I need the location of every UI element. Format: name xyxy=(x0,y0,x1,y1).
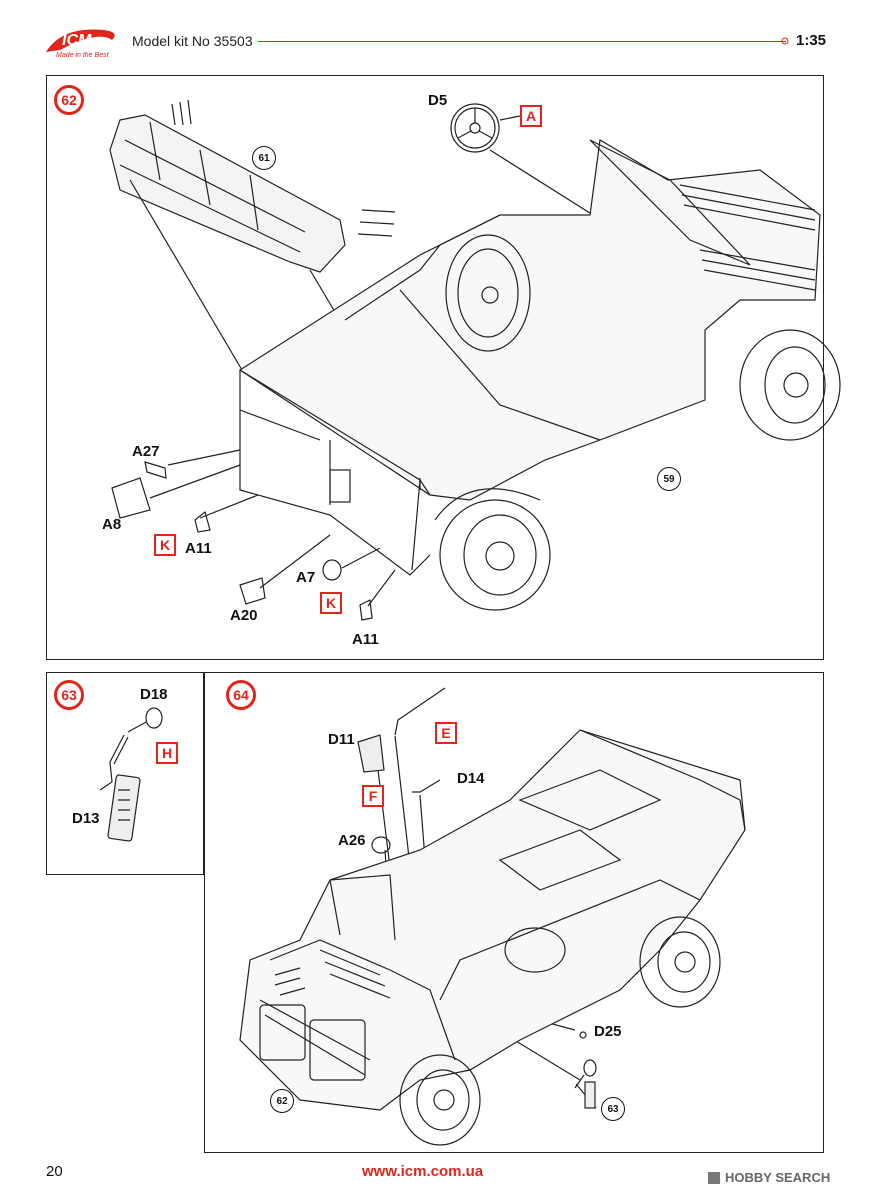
label-a11-2: A11 xyxy=(352,631,379,648)
ref-step-62: 62 xyxy=(270,1089,294,1113)
ref-step-61: 61 xyxy=(252,146,276,170)
callout-e: E xyxy=(435,722,457,744)
label-a8: A8 xyxy=(102,516,122,533)
step-63-number: 63 xyxy=(54,680,84,710)
label-a27: A27 xyxy=(132,443,160,460)
callout-f: F xyxy=(362,785,384,807)
kit-title: Model kit No 35503 xyxy=(132,33,253,49)
page-number: 20 xyxy=(46,1163,63,1180)
label-d18: D18 xyxy=(140,686,168,703)
label-a26: A26 xyxy=(338,832,366,849)
callout-a: A xyxy=(520,105,542,127)
ref-step-59: 59 xyxy=(657,467,681,491)
step-62-panel xyxy=(46,75,824,660)
label-a20: A20 xyxy=(230,607,258,624)
label-d25: D25 xyxy=(594,1023,622,1040)
label-a7: A7 xyxy=(296,569,316,586)
label-a11-1: A11 xyxy=(185,540,212,557)
label-d11: D11 xyxy=(328,731,355,748)
callout-h: H xyxy=(156,742,178,764)
step-62-number: 62 xyxy=(54,85,84,115)
watermark-icon xyxy=(708,1171,720,1184)
icm-logo-tagline: Made in the Best xyxy=(56,52,109,59)
header-rule-end-icon xyxy=(781,37,789,45)
step-64-number: 64 xyxy=(226,680,256,710)
label-d14: D14 xyxy=(457,770,485,787)
watermark-text: HOBBY SEARCH xyxy=(725,1170,831,1185)
ref-step-63: 63 xyxy=(601,1097,625,1121)
label-d13: D13 xyxy=(72,810,100,827)
step-63-panel xyxy=(46,672,204,875)
icm-logo: ICM Made in the Best xyxy=(42,22,122,64)
callout-k-2: K xyxy=(320,592,342,614)
watermark: HOBBY SEARCH xyxy=(707,1170,830,1185)
step-64-panel xyxy=(204,672,824,1153)
label-d5: D5 xyxy=(428,92,448,109)
website-link[interactable]: www.icm.com.ua xyxy=(362,1163,484,1180)
icm-logo-mark xyxy=(46,29,115,52)
icm-logo-text: ICM xyxy=(62,32,92,49)
scale-label: 1:35 xyxy=(796,32,827,49)
callout-k-1: K xyxy=(154,534,176,556)
header-rule xyxy=(258,41,786,42)
